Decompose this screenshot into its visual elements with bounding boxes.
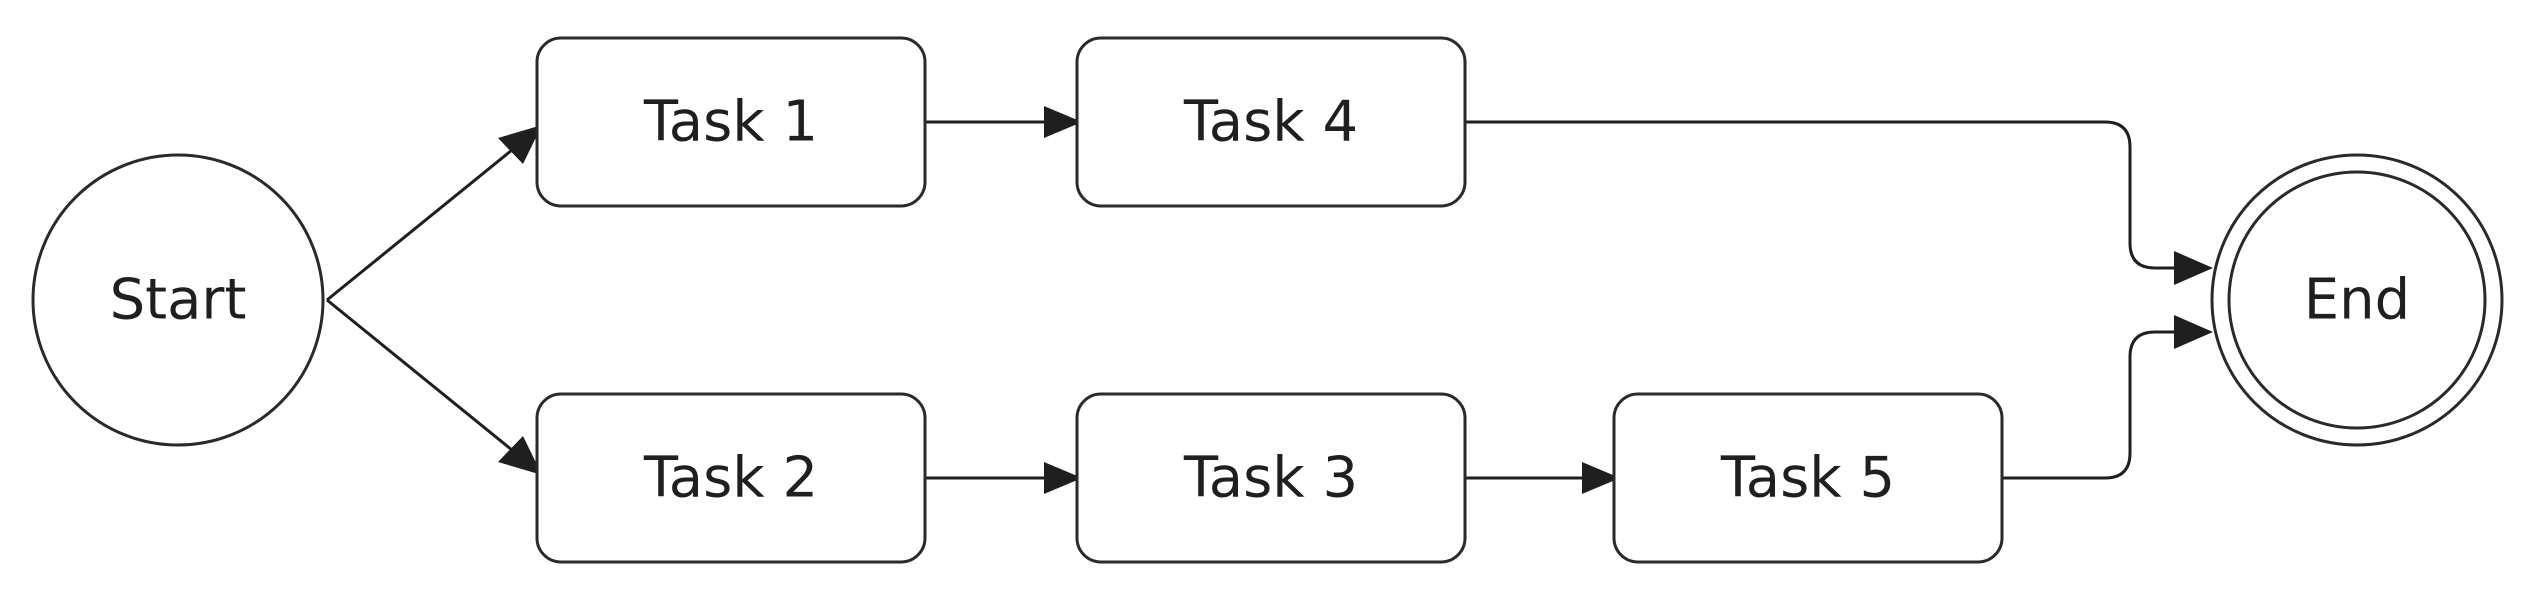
task4-node: Task 4: [1075, 36, 1467, 208]
task4-label: Task 4: [1183, 90, 1358, 155]
edge-task3-task5: [1465, 462, 1620, 494]
task2-node: Task 2: [535, 392, 927, 564]
edge-start-task1: [326, 125, 542, 302]
start-node: Start: [31, 153, 325, 447]
end-label: End: [2304, 268, 2410, 333]
end-node: End: [2210, 153, 2504, 447]
task5-label: Task 5: [1720, 446, 1895, 511]
edges: [326, 106, 2213, 494]
task3-label: Task 3: [1183, 446, 1358, 511]
task1-node: Task 1: [535, 36, 927, 208]
task5-node: Task 5: [1612, 392, 2004, 564]
start-label: Start: [110, 268, 247, 333]
edge-task1-task4: [925, 106, 1082, 138]
edge-task2-task3: [925, 462, 1082, 494]
task3-node: Task 3: [1075, 392, 1467, 564]
edge-task5-end: [2002, 315, 2213, 480]
edge-start-task2: [326, 298, 542, 475]
task2-label: Task 2: [643, 446, 818, 511]
task1-label: Task 1: [643, 90, 818, 155]
edge-task4-end: [1465, 120, 2213, 285]
